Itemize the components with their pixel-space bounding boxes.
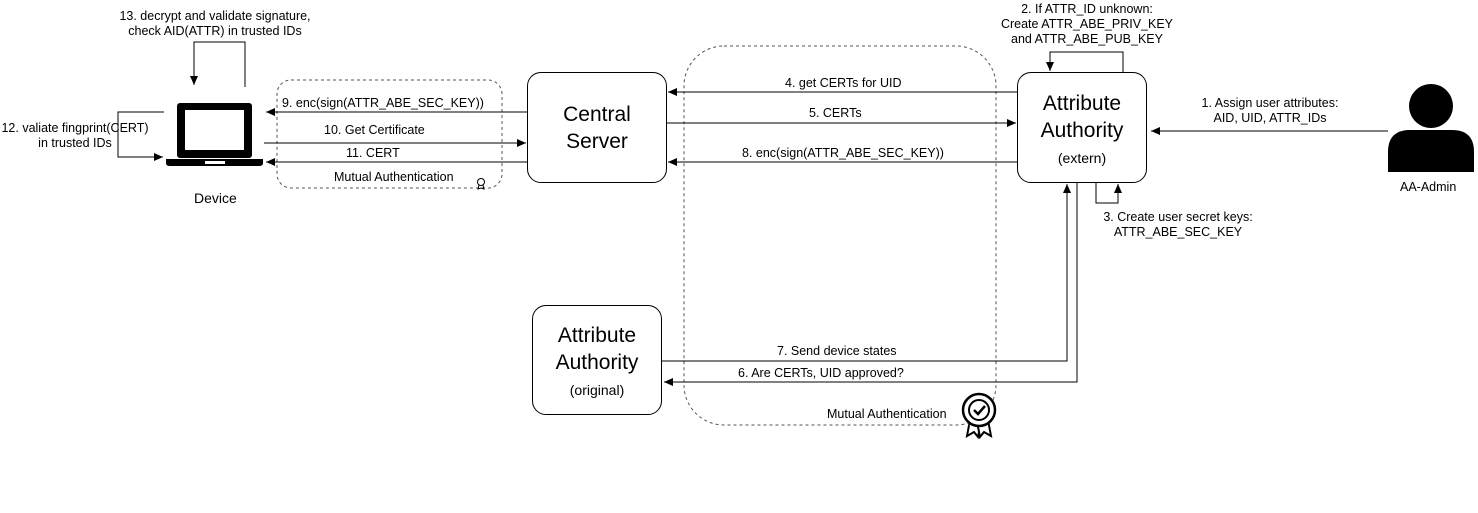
step-3-label: 3. Create user secret keys: ATTR_ABE_SEC… — [1093, 210, 1263, 240]
step-12-line1: 12. valiate fingprint(CERT) — [1, 121, 149, 135]
aa-extern-sub: (extern) — [1057, 149, 1107, 166]
step-1-label: 1. Assign user attributes: AID, UID, ATT… — [1188, 96, 1352, 126]
step-8-label: 8. enc(sign(ATTR_ABE_SEC_KEY)) — [742, 146, 944, 160]
step-5-label: 5. CERTs — [809, 106, 862, 120]
step-2-line1: 2. If ATTR_ID unknown: — [1021, 2, 1153, 16]
step-12-label: 12. valiate fingprint(CERT) in trusted I… — [0, 121, 150, 151]
central-server-line2: Server — [566, 129, 628, 153]
step-3-line1: 3. Create user secret keys: — [1103, 210, 1253, 224]
attribute-authority-extern-node[interactable]: Attribute Authority (extern) — [1017, 72, 1147, 183]
aa-original-line2: Authority — [555, 351, 639, 374]
aa-extern-line2: Authority — [1040, 118, 1124, 142]
step-13-label: 13. decrypt and validate signature, chec… — [110, 9, 320, 39]
mutual-auth-region-small — [276, 79, 503, 189]
mutual-auth-region-large — [683, 45, 997, 426]
step-6-label: 6. Are CERTs, UID approved? — [738, 366, 904, 380]
aa-original-sub: (original) — [569, 382, 625, 398]
certified-badge-icon — [961, 392, 997, 440]
edge-2 — [1046, 51, 1124, 72]
device-label: Device — [194, 190, 237, 206]
mutual-auth-large-label: Mutual Authentication — [827, 407, 947, 421]
user-admin-icon — [1388, 84, 1474, 172]
aa-extern-line1: Attribute — [1042, 91, 1122, 115]
central-server-line1: Central — [563, 102, 631, 126]
step-1-line1: 1. Assign user attributes: — [1201, 96, 1339, 110]
step-10-label: 10. Get Certificate — [324, 123, 425, 137]
step-2-label: 2. If ATTR_ID unknown: Create ATTR_ABE_P… — [990, 2, 1184, 47]
edge-3 — [1095, 183, 1122, 204]
central-server-node[interactable]: Central Server — [527, 72, 667, 183]
edge-13 — [190, 41, 246, 87]
step-13-line2: check AID(ATTR) in trusted IDs — [128, 24, 302, 38]
step-1-line2: AID, UID, ATTR_IDs — [1213, 111, 1327, 125]
step-13-line1: 13. decrypt and validate signature, — [119, 9, 311, 23]
edge-12 — [117, 111, 164, 161]
step-12-line2: in trusted IDs — [38, 136, 112, 150]
badge-small-icon — [477, 178, 485, 190]
step-4-label: 4. get CERTs for UID — [785, 76, 902, 90]
admin-label: AA-Admin — [1400, 180, 1457, 194]
edge-6 — [664, 183, 1078, 386]
laptop-icon — [166, 103, 263, 166]
step-2-line2: Create ATTR_ABE_PRIV_KEY — [1000, 17, 1174, 31]
mutual-auth-small-label: Mutual Authentication — [334, 170, 454, 184]
step-9-label: 9. enc(sign(ATTR_ABE_SEC_KEY)) — [282, 96, 484, 110]
step-3-line2: ATTR_ABE_SEC_KEY — [1113, 225, 1243, 239]
step-7-label: 7. Send device states — [777, 344, 897, 358]
step-11-label: 11. CERT — [346, 146, 400, 160]
aa-original-line1: Attribute — [557, 324, 637, 347]
edge-7 — [662, 184, 1071, 362]
step-2-line3: and ATTR_ABE_PUB_KEY — [1011, 32, 1163, 46]
attribute-authority-original-node[interactable]: Attribute Authority (original) — [532, 305, 662, 415]
